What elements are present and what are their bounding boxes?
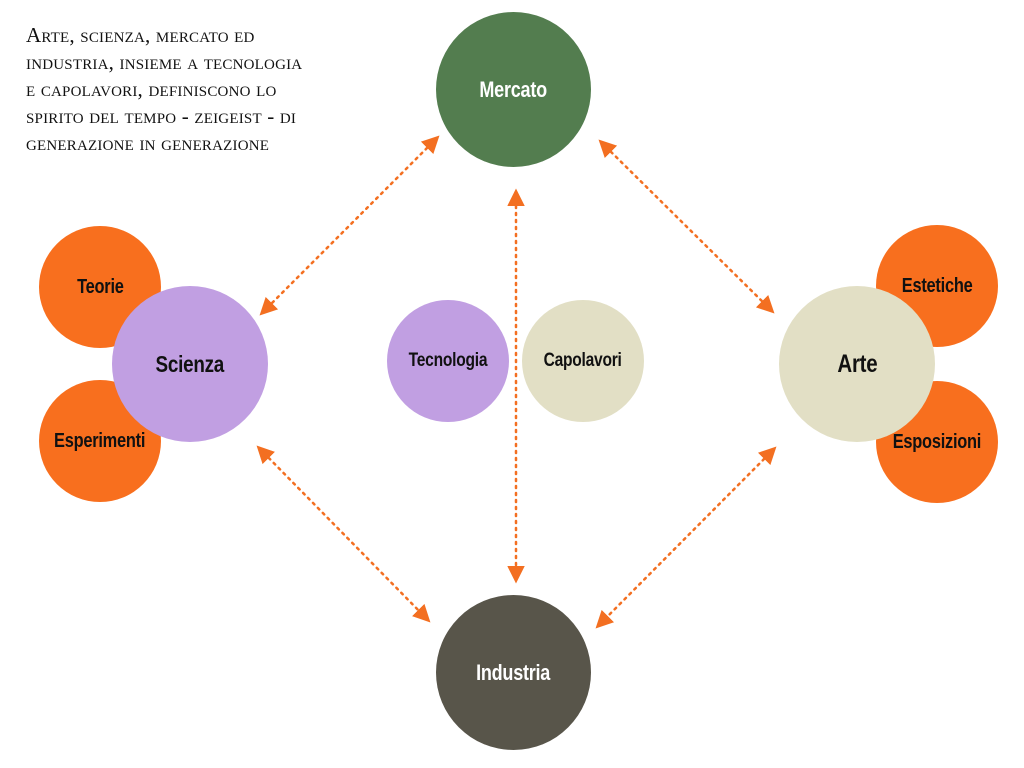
node-arte: Arte: [779, 286, 935, 442]
node-label: Mercato: [479, 76, 548, 102]
connector-scienza-industria: [256, 445, 431, 623]
node-label: Arte: [836, 349, 878, 378]
caption-line: generazione in generazione: [26, 131, 270, 155]
node-industria: Industria: [436, 595, 591, 750]
caption-text: Arte, scienza, mercato ed industria, ins…: [26, 22, 406, 157]
node-tecnologia: Tecnologia: [387, 300, 509, 422]
connector-arte-industria: [595, 446, 777, 629]
node-label: Tecnologia: [408, 350, 488, 371]
connector-mercato-scienza: [259, 135, 440, 316]
node-label: Industria: [476, 659, 551, 685]
node-label: Estetiche: [901, 274, 973, 297]
node-label: Esposizioni: [892, 430, 982, 453]
node-label: Capolavori: [543, 350, 623, 371]
node-label: Teorie: [76, 275, 124, 298]
caption-line: Arte, scienza, mercato ed: [26, 23, 255, 47]
node-mercato: Mercato: [436, 12, 591, 167]
caption-line: e capolavori, definiscono lo: [26, 77, 277, 101]
caption-line: spirito del tempo - zeigeist - di: [26, 104, 297, 128]
node-capolavori: Capolavori: [522, 300, 644, 422]
connector-mercato-arte: [598, 139, 775, 314]
node-scienza: Scienza: [112, 286, 268, 442]
caption-line: industria, insieme a tecnologia: [26, 50, 303, 74]
node-label: Scienza: [155, 350, 225, 377]
node-label: Esperimenti: [54, 429, 146, 452]
